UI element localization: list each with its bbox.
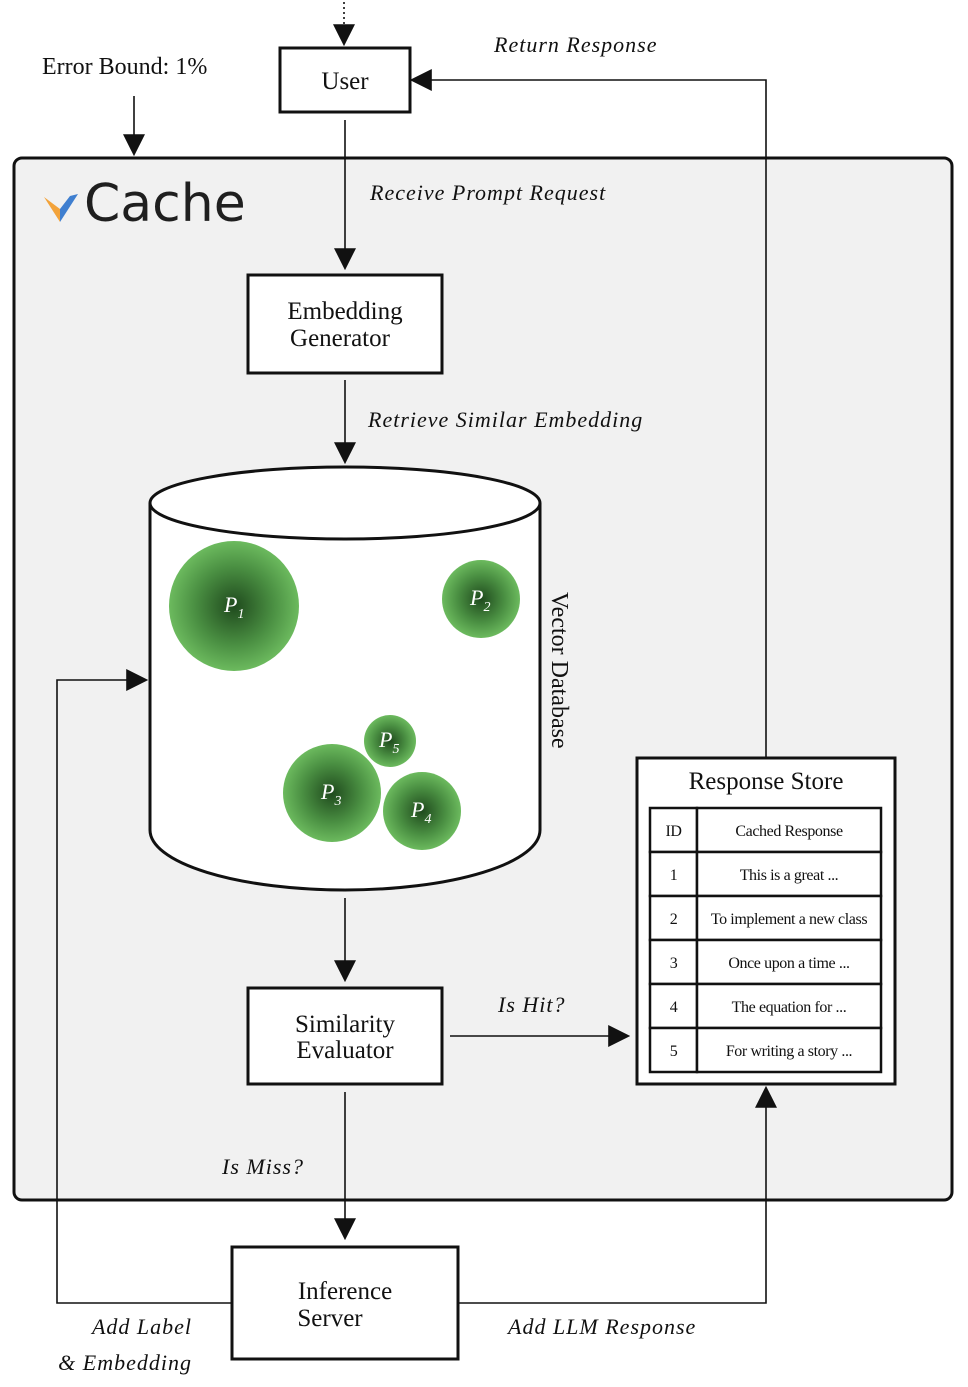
vcache-logo: Cache xyxy=(44,174,246,234)
cluster-p5-sub: 5 xyxy=(392,742,399,757)
cluster-p3: P3 xyxy=(283,744,381,842)
table-response-text: To implement a new class xyxy=(711,911,868,928)
cluster-p2-sub: 2 xyxy=(483,600,490,615)
receive-prompt-label: Receive Prompt Request xyxy=(369,180,606,205)
cluster-p4-name: P xyxy=(410,797,424,822)
is-hit-label: Is Hit? xyxy=(497,992,566,1017)
table-response-text: The equation for ... xyxy=(732,999,847,1016)
inference-server-node: Inference Server xyxy=(230,1245,460,1361)
cluster-p5-name: P xyxy=(378,727,392,752)
add-llm-response-label: Add LLM Response xyxy=(506,1314,696,1339)
table-cell-box xyxy=(695,938,883,986)
inference-server-label-line1: Inference xyxy=(298,1278,392,1305)
inference-server-label-line2: Server xyxy=(297,1305,363,1332)
cluster-p1: P1 xyxy=(169,541,299,671)
embedding-generator-node: Embedding Generator xyxy=(246,273,444,375)
user-label: User xyxy=(321,68,369,95)
response-store-title: Response Store xyxy=(689,768,844,795)
svg-text:P3: P3 xyxy=(320,779,341,809)
similarity-evaluator-label-line1: Similarity xyxy=(295,1011,396,1038)
is-miss-label: Is Miss? xyxy=(221,1154,304,1179)
add-label-line1: Add Label xyxy=(90,1314,192,1339)
cluster-p5: P5 xyxy=(364,715,416,767)
cluster-p1-sub: 1 xyxy=(237,607,244,622)
error-bound-label: Error Bound: 1% xyxy=(42,54,207,80)
table-id-text: 1 xyxy=(670,867,678,884)
add-label-embedding-arrow xyxy=(56,669,232,1304)
cluster-p3-name: P xyxy=(320,779,334,804)
table-id-text: 3 xyxy=(670,955,678,972)
embedding-generator-label-line2: Generator xyxy=(290,325,391,352)
cluster-p2-name: P xyxy=(469,585,483,610)
table-header-cell xyxy=(648,806,699,854)
table-response-text: Once upon a time ... xyxy=(728,955,849,972)
similarity-evaluator-node: Similarity Evaluator xyxy=(246,986,444,1086)
table-header-text: ID xyxy=(665,823,681,840)
svg-text:P2: P2 xyxy=(469,585,490,615)
cluster-p4-sub: 4 xyxy=(424,812,431,827)
table-header-text: Cached Response xyxy=(735,823,843,840)
retrieve-similar-label: Retrieve Similar Embedding xyxy=(367,407,643,432)
table-header-cell xyxy=(695,806,883,854)
cluster-p3-sub: 3 xyxy=(333,794,341,809)
embedding-generator-label-line1: Embedding xyxy=(287,298,403,325)
table-response-text: For writing a story ... xyxy=(726,1043,852,1060)
cluster-p2: P2 xyxy=(442,560,520,638)
response-store-table: ID Cached Response 1 This is a great ... 2 To… xyxy=(648,806,883,1074)
add-label-line2: & Embedding xyxy=(58,1350,192,1375)
logo-text: Cache xyxy=(84,174,246,234)
table-response-text: This is a great ... xyxy=(740,867,839,884)
return-response-arrow xyxy=(409,69,767,758)
add-llm-response-arrow xyxy=(458,1085,777,1304)
table-id-text: 2 xyxy=(670,911,678,928)
table-cell-box xyxy=(695,850,883,898)
table-cell-box xyxy=(648,850,699,898)
response-store: Response Store ID Cached Response 1 This is… xyxy=(635,756,897,1086)
svg-text:P5: P5 xyxy=(378,727,399,757)
table-id-text: 5 xyxy=(670,1043,678,1060)
user-node: User xyxy=(278,46,412,114)
cluster-p4: P4 xyxy=(383,772,461,850)
vector-database: Vector Database P1 P2 P5 P3 P4 xyxy=(148,465,572,892)
vector-database-label: Vector Database xyxy=(546,592,572,749)
cluster-p1-name: P xyxy=(223,592,237,617)
v-logo-icon xyxy=(44,194,78,222)
svg-text:P4: P4 xyxy=(410,797,431,827)
table-id-text: 4 xyxy=(670,999,678,1016)
similarity-evaluator-label-line2: Evaluator xyxy=(296,1037,394,1064)
table-cell-box xyxy=(695,982,883,1030)
svg-text:P1: P1 xyxy=(223,592,244,622)
table-cell-box xyxy=(648,1026,699,1074)
table-cell-box xyxy=(648,938,699,986)
return-response-label: Return Response xyxy=(493,32,657,57)
table-cell-box xyxy=(695,1026,883,1074)
table-cell-box xyxy=(695,894,883,942)
